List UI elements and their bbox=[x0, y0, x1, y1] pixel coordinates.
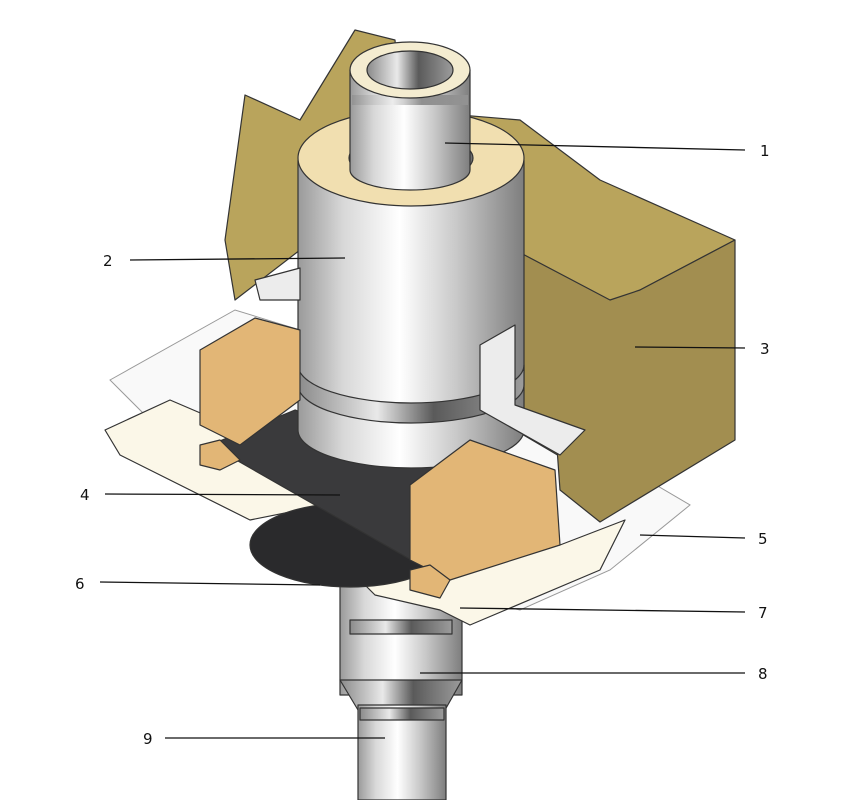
mounting-bracket bbox=[254, 267, 301, 301]
callout-8: 8 bbox=[758, 665, 768, 683]
callout-7: 7 bbox=[758, 604, 768, 622]
brick bbox=[199, 317, 301, 446]
callout-4: 4 bbox=[80, 486, 90, 504]
callout-3: 3 bbox=[760, 340, 770, 358]
inner-flue-pipe bbox=[349, 41, 471, 191]
brick bbox=[199, 439, 241, 471]
callout-2: 2 bbox=[103, 252, 113, 270]
brick bbox=[409, 564, 451, 599]
brick bbox=[409, 439, 561, 581]
callout-6: 6 bbox=[75, 575, 85, 593]
callout-5: 5 bbox=[758, 530, 768, 548]
mounting-bracket bbox=[479, 324, 586, 456]
callout-9: 9 bbox=[143, 730, 153, 748]
callout-1: 1 bbox=[760, 142, 770, 160]
